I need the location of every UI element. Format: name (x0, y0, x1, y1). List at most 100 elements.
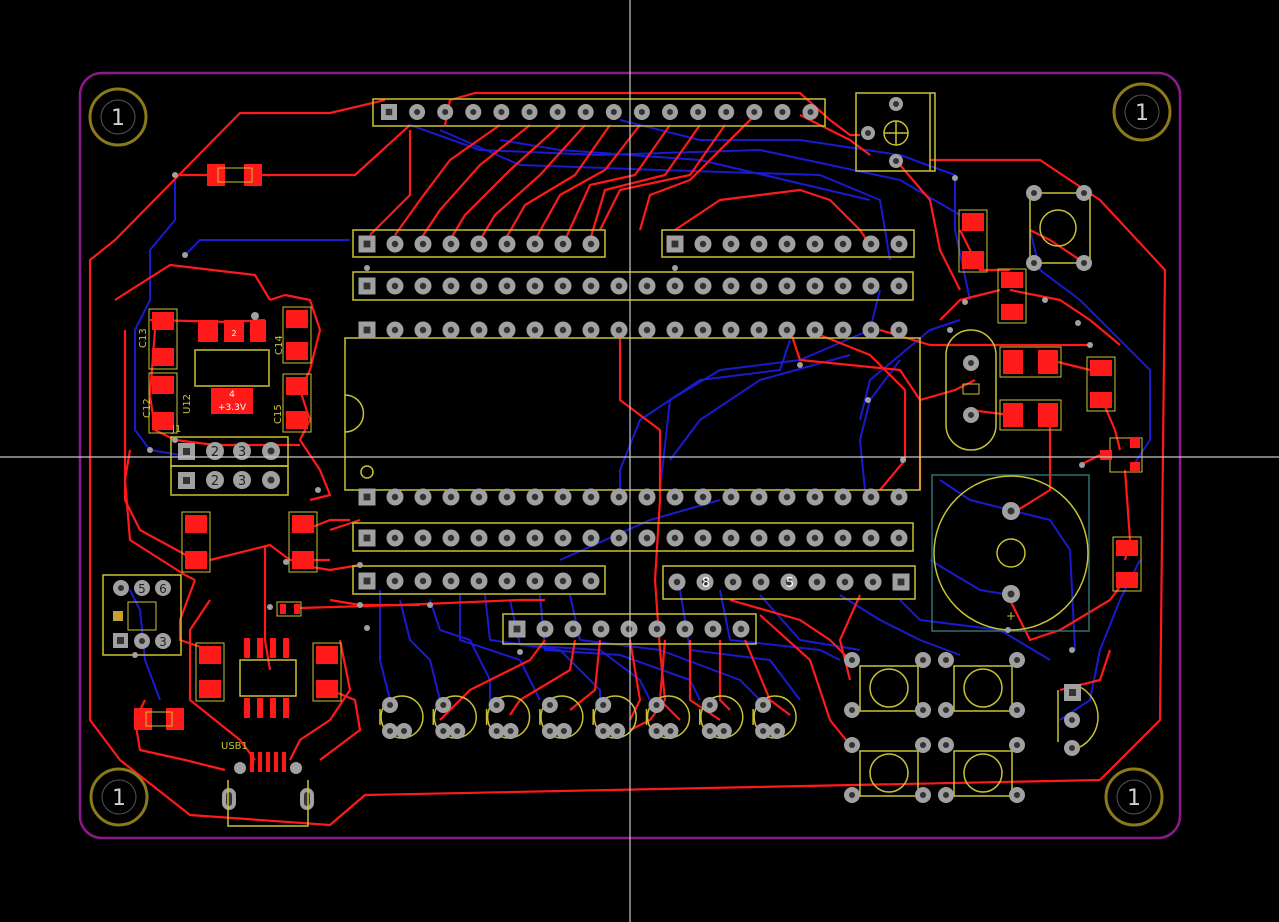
reset-button[interactable] (1026, 185, 1092, 271)
through-hole-pad (834, 235, 852, 253)
through-hole-pad-square (358, 488, 376, 506)
via (172, 437, 178, 443)
through-hole-pad (915, 787, 931, 803)
led[interactable] (699, 695, 744, 739)
resistor-right-vertical[interactable] (958, 209, 988, 273)
tactile-button[interactable] (938, 737, 1025, 803)
led[interactable] (539, 695, 584, 739)
through-hole-pad (715, 723, 732, 739)
fuse-bottom-left[interactable] (134, 708, 184, 730)
through-hole-pad (382, 723, 398, 739)
through-hole-pad (498, 277, 516, 295)
through-hole-pad (610, 529, 628, 547)
tactile-button[interactable] (844, 737, 931, 803)
transistor-right[interactable] (1100, 437, 1143, 473)
through-hole-pad (915, 652, 931, 668)
capacitor-usb-right[interactable] (312, 642, 342, 702)
resistor-mid-right[interactable] (288, 511, 318, 573)
via (1005, 627, 1011, 633)
through-hole-pad-square (358, 277, 376, 295)
via (1079, 462, 1085, 468)
header-lower-left-9pin[interactable] (352, 565, 606, 595)
tactile-button[interactable] (938, 652, 1025, 718)
header-right-9pin[interactable] (661, 229, 915, 258)
through-hole-pad (834, 321, 852, 339)
through-hole-pad (802, 104, 819, 120)
through-hole-pad (752, 573, 770, 591)
through-hole-pad (862, 321, 880, 339)
through-hole-pad (755, 697, 772, 713)
usb-interface-ic[interactable] (239, 638, 297, 718)
sensor-module[interactable]: 5 6 3 (102, 574, 182, 656)
tactile-button[interactable] (844, 652, 931, 718)
mount-hole-top-left: 1 (88, 87, 148, 147)
jumper-j1[interactable]: J1 2 3 2 3 (170, 424, 289, 496)
header-left-9pin[interactable] (352, 229, 606, 258)
dip28-microcontroller[interactable] (344, 321, 921, 506)
via (267, 604, 273, 610)
mount-hole-bottom-left: 1 (89, 767, 149, 827)
capacitor-c15[interactable]: C15 (273, 373, 312, 433)
through-hole-pad (610, 321, 628, 339)
led[interactable] (485, 695, 531, 739)
through-hole-pad (442, 277, 460, 295)
capacitor-c14[interactable]: C14 (274, 306, 312, 364)
through-hole-pad (834, 529, 852, 547)
tactile-buttons[interactable] (844, 652, 1025, 803)
led[interactable] (432, 695, 478, 739)
through-hole-pad (554, 321, 572, 339)
capacitor-c12[interactable]: C12 (142, 372, 178, 434)
through-hole-pad (862, 529, 880, 547)
jumper-b-pad-3: 3 (238, 474, 246, 489)
capacitor-crystal-lower[interactable] (999, 399, 1062, 431)
regulator-u12[interactable]: 2 4 +3.3V U12 (182, 312, 270, 414)
resistor-top-left[interactable] (207, 164, 262, 186)
jumper-a-pad-3: 3 (238, 445, 246, 460)
side-connector-3pin[interactable] (1057, 684, 1099, 756)
through-hole-pad (769, 723, 786, 739)
through-hole-pad-square (666, 235, 684, 253)
through-hole-pad (750, 488, 768, 506)
led[interactable] (752, 695, 797, 739)
refdes-c12: C12 (142, 398, 153, 418)
through-hole-pad (582, 529, 600, 547)
through-hole-pad (577, 104, 594, 120)
through-hole-pad (470, 572, 488, 590)
through-hole-pad (386, 488, 404, 506)
through-hole-pad (836, 573, 854, 591)
through-hole-pad (470, 321, 488, 339)
potentiometer[interactable] (855, 92, 936, 172)
resistor-mid-left[interactable] (181, 511, 211, 573)
through-hole-pad (890, 529, 908, 547)
led[interactable] (379, 695, 424, 739)
through-hole-pad (638, 529, 656, 547)
through-hole-pad (605, 104, 622, 120)
capacitor-crystal-upper[interactable] (999, 346, 1062, 378)
header-lower-right-9pin[interactable]: 8 5 (662, 565, 916, 600)
through-hole-pad (844, 737, 860, 753)
jumper-b-pad-2: 2 (211, 474, 219, 489)
header-long-upper[interactable] (352, 271, 914, 301)
led-row[interactable] (379, 695, 797, 739)
through-hole-pad (834, 277, 852, 295)
capacitor-usb-left[interactable] (195, 642, 225, 702)
capacitor-c13[interactable]: C13 (138, 308, 178, 370)
crystal-oscillator[interactable] (945, 329, 997, 451)
resistor-far-right-lower[interactable] (1112, 536, 1142, 592)
led[interactable] (645, 695, 691, 739)
through-hole-pad (662, 104, 678, 120)
usb-connector-usb1[interactable]: USB1 (221, 741, 314, 827)
led[interactable] (592, 695, 637, 739)
resistor-right-small[interactable] (997, 268, 1027, 324)
top-header-16pin[interactable] (372, 98, 826, 127)
header-bottom-9pin[interactable] (502, 613, 757, 645)
header-long-lower[interactable] (352, 522, 914, 552)
diode-small[interactable] (276, 601, 302, 617)
through-hole-pad (722, 321, 740, 339)
through-hole-pad (470, 529, 488, 547)
through-hole-pad (470, 277, 488, 295)
resistor-far-right-upper[interactable] (1086, 356, 1116, 412)
through-hole-pad (414, 529, 432, 547)
via (357, 562, 363, 568)
